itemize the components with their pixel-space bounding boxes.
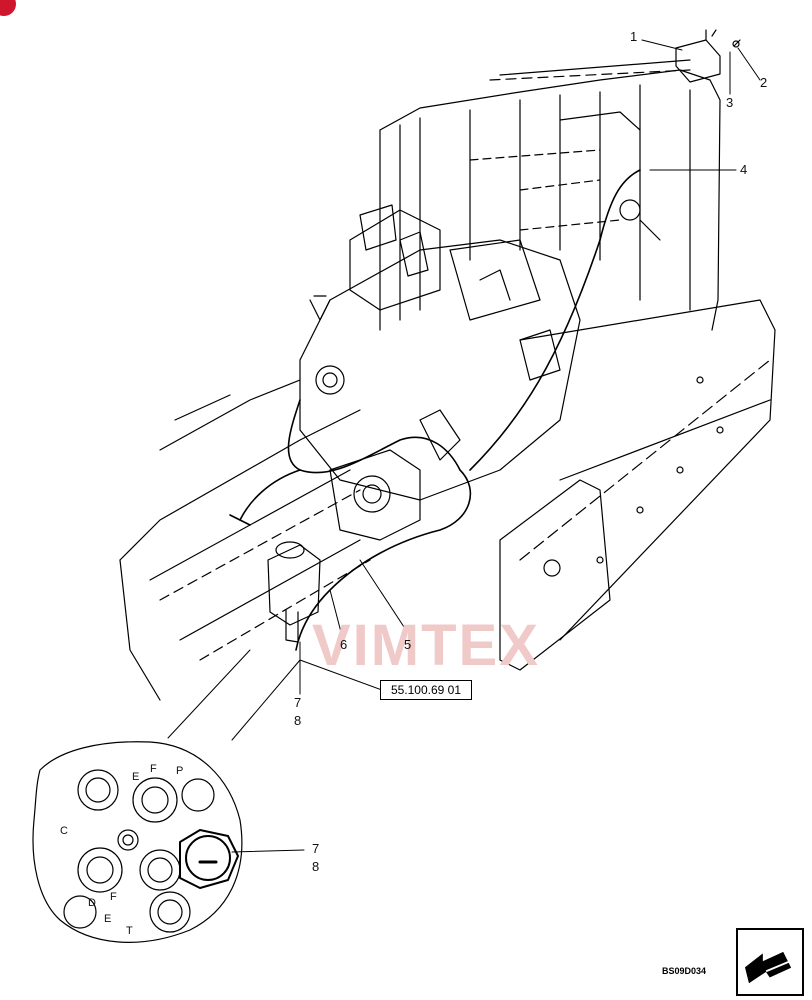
engine-block	[299, 199, 661, 501]
bracket-part-1	[675, 29, 741, 83]
callout-4: 4	[740, 162, 748, 177]
callout-8-detail: 8	[312, 859, 320, 874]
detail-letter-e: E	[104, 913, 112, 925]
detail-letter-f2: F	[110, 891, 117, 903]
detail-letter-c: C	[60, 825, 68, 837]
detail-letter-f: F	[150, 763, 157, 775]
callout-2: 2	[760, 75, 768, 90]
callout-8-engine: 8	[294, 713, 302, 728]
detail-letter-t: T	[126, 925, 133, 937]
frame-outline	[379, 59, 721, 331]
wiring-harness	[229, 169, 641, 651]
drawing-code: BS09D034	[662, 966, 707, 976]
callout-1: 1	[630, 29, 638, 44]
corner-marker	[0, 0, 16, 16]
chassis-left-rails	[119, 379, 371, 701]
navigation-button[interactable]	[736, 928, 804, 996]
detail-letter-d: D	[88, 897, 96, 909]
callout-7-engine: 7	[294, 695, 302, 710]
detail-view-connector	[32, 741, 243, 943]
detail-letter-p: P	[176, 765, 184, 777]
leader-lines	[167, 39, 761, 853]
callout-3: 3	[726, 95, 734, 110]
callout-7-detail: 7	[312, 841, 320, 856]
callout-5: 5	[404, 637, 412, 652]
detail-letter-e2: E	[132, 771, 140, 783]
arrow-navigation-icon	[744, 951, 792, 984]
callout-6: 6	[340, 637, 348, 652]
chassis-side-panel	[499, 299, 776, 671]
watermark: VIMTEX	[312, 613, 540, 678]
reference-link[interactable]: 55.100.69 01	[380, 680, 472, 700]
flywheel-housing	[329, 449, 421, 541]
starter-motor	[267, 541, 321, 643]
